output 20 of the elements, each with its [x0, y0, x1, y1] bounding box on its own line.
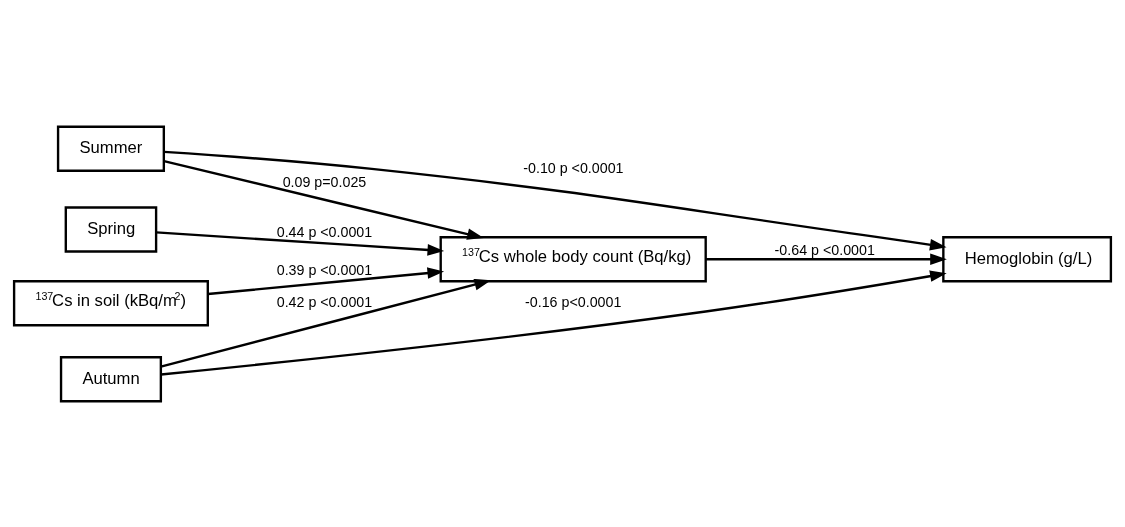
- node-box: $^{137}$Cs in soil (kBq/m$^{2}$): [12, 279, 209, 326]
- arrow: [161, 269, 947, 376]
- arrow: [207, 266, 445, 295]
- arrow: [705, 252, 947, 265]
- edge-label: 0.44 p <0.0001: [276, 223, 373, 240]
- node-box: Spring: [64, 205, 158, 253]
- edge-label: 0.39 p <0.0001: [276, 261, 373, 278]
- edge-label: -0.64 p <0.0001: [774, 241, 875, 258]
- edge-label: 0.09 p=0.025: [282, 173, 367, 190]
- arrow: [156, 230, 445, 256]
- node-box: Summer: [56, 125, 165, 172]
- node-box: $^{137}$Cs whole body count (Bq/kg): [439, 235, 707, 282]
- edge-label: -0.16 p<0.0001: [525, 293, 622, 310]
- node-box: Hemoglobin (g/L): [942, 235, 1113, 282]
- arrow: [160, 278, 492, 368]
- edge-label: 0.42 p <0.0001: [276, 293, 373, 310]
- arrow: [163, 159, 484, 240]
- node-box: Autumn: [59, 355, 163, 402]
- edge-label: -0.10 p <0.0001: [523, 159, 624, 176]
- arrow: [163, 150, 947, 251]
